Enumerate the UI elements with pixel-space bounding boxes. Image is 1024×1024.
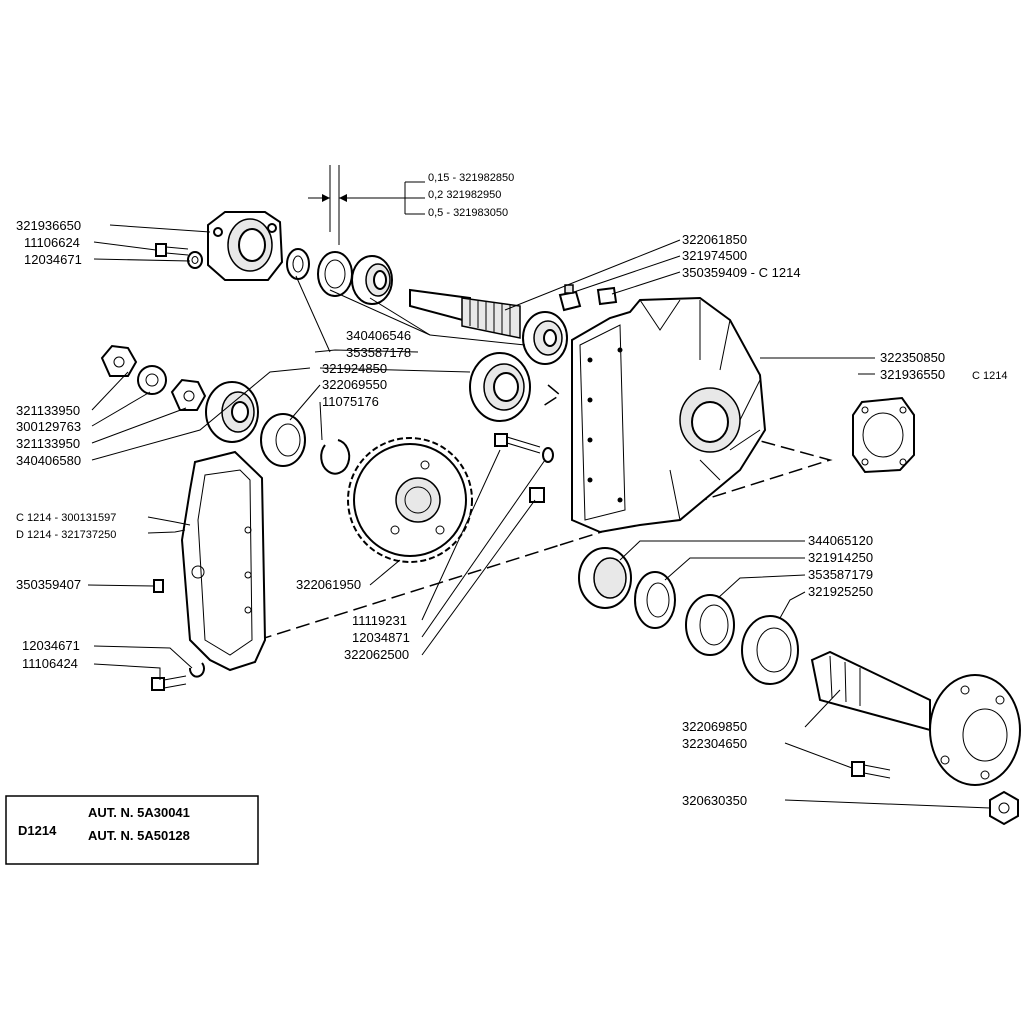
pinion-shaft-part xyxy=(409,288,521,339)
label-11106624: 11106624 xyxy=(24,235,80,250)
castle-nut-part-2 xyxy=(170,378,207,411)
label-321133950-top: 321133950 xyxy=(16,403,80,418)
label-322061950: 322061950 xyxy=(296,577,361,592)
label-shim-05: 0,5 - 321983050 xyxy=(428,207,508,219)
label-321936550: 321936550 xyxy=(880,367,945,382)
oil-seal-part xyxy=(469,352,531,422)
circlip-part xyxy=(320,439,351,475)
spacer-sleeve-part xyxy=(685,594,735,656)
cap-screw-part xyxy=(494,433,541,454)
bolt-part xyxy=(155,243,189,257)
label-322069550: 322069550 xyxy=(322,377,387,392)
label-11119231: 11119231 xyxy=(352,613,407,628)
wheel-nut-part xyxy=(989,790,1019,826)
label-350359407: 350359407 xyxy=(16,577,81,592)
label-11106424: 11106424 xyxy=(22,656,78,671)
inner-ring-part xyxy=(634,571,676,629)
label-c1214-gasket: C 1214 xyxy=(972,370,1007,382)
model-code: D1214 xyxy=(18,823,57,838)
label-shim-02: 0,2 321982950 xyxy=(428,189,501,201)
authorization-line-1: AUT. N. 5A30041 xyxy=(88,805,190,820)
authorization-line-2: AUT. N. 5A50128 xyxy=(88,828,190,843)
assembly-axis-housing xyxy=(559,429,833,546)
side-cover-part xyxy=(180,450,267,672)
label-322069850: 322069850 xyxy=(682,719,747,734)
label-12034871: 12034871 xyxy=(352,630,410,645)
washer-part xyxy=(187,251,203,269)
label-shim-015: 0,15 - 321982850 xyxy=(428,172,514,184)
label-321133950-bottom: 321133950 xyxy=(16,436,80,451)
label-320630350: 320630350 xyxy=(682,793,747,808)
lock-washer-part xyxy=(137,365,167,395)
label-322061850: 322061850 xyxy=(682,232,747,247)
label-321974500: 321974500 xyxy=(682,248,747,263)
label-300129763: 300129763 xyxy=(16,419,81,434)
pinion-bearing-part xyxy=(522,311,568,365)
model-info-box: D1214 AUT. N. 5A30041 AUT. N. 5A50128 xyxy=(5,795,259,865)
label-12034671-bottom: 12034671 xyxy=(22,638,80,653)
spur-gear-part xyxy=(347,437,473,563)
label-322304650: 322304650 xyxy=(682,736,747,751)
bearing-cup-part xyxy=(578,547,632,609)
gear-housing-part xyxy=(571,296,767,534)
leader-lines xyxy=(87,224,991,809)
gasket-plate-part xyxy=(852,396,915,474)
label-321925250: 321925250 xyxy=(808,584,873,599)
label-322350850: 322350850 xyxy=(880,350,945,365)
label-344065120: 344065120 xyxy=(808,533,873,548)
small-washer-part xyxy=(542,447,554,463)
label-353587178: 353587178 xyxy=(346,345,411,360)
label-340406546: 340406546 xyxy=(346,328,411,343)
lower-bolt-part xyxy=(151,675,187,691)
label-350359409: 350359409 - C 1214 xyxy=(682,265,801,280)
label-322062500: 322062500 xyxy=(344,647,409,662)
shim-indicator xyxy=(308,165,425,245)
label-d1214-321737250: D 1214 - 321737250 xyxy=(16,529,116,541)
stud-part xyxy=(529,487,545,503)
set-screw-part xyxy=(153,579,164,593)
label-321914250: 321914250 xyxy=(808,550,873,565)
lower-washer-part xyxy=(188,662,205,678)
castle-nut-part xyxy=(100,344,138,377)
lip-seal-part xyxy=(741,615,799,685)
spacer-ring-part xyxy=(286,248,310,280)
upper-bearing-part xyxy=(351,255,393,305)
assembly-axis-cover xyxy=(257,544,561,641)
label-321924850: 321924850 xyxy=(322,361,387,376)
axle-shaft-part xyxy=(810,650,1021,786)
shim-part xyxy=(317,251,353,297)
label-c1214-300131597: C 1214 - 300131597 xyxy=(16,512,116,524)
drain-plug-part xyxy=(596,286,618,306)
flange-cover-part xyxy=(207,211,284,281)
assembly-axis-output xyxy=(539,384,562,409)
breather-plug-part xyxy=(558,284,582,312)
retaining-ring-part xyxy=(260,413,306,467)
label-340406580: 340406580 xyxy=(16,453,81,468)
label-321936650: 321936650 xyxy=(16,218,81,233)
lower-bearing-part xyxy=(205,381,259,443)
label-353587179: 353587179 xyxy=(808,567,873,582)
label-11075176: 11075176 xyxy=(322,394,379,409)
wheel-stud-part xyxy=(851,761,891,779)
label-12034671-top: 12034671 xyxy=(24,252,82,267)
